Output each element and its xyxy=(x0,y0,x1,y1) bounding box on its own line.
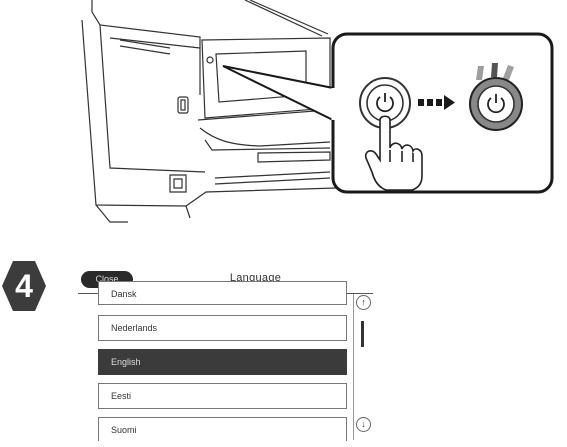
language-item-nederlands[interactable]: Nederlands xyxy=(98,315,347,341)
language-screen: Close Language Dansk Nederlands English … xyxy=(78,265,373,441)
scrollbar-track xyxy=(353,294,354,440)
finger-press-icon xyxy=(364,115,423,191)
power-button-icon xyxy=(359,77,411,129)
dotted-arrow-icon xyxy=(418,95,455,110)
step-number: 4 xyxy=(15,267,33,304)
scrollbar-thumb[interactable] xyxy=(361,321,364,347)
printer-illustration xyxy=(81,0,554,223)
power-on-icon xyxy=(469,63,523,131)
language-item-eesti[interactable]: Eesti xyxy=(98,383,347,409)
language-item-dansk[interactable]: Dansk xyxy=(98,281,347,305)
arrow-up-icon[interactable]: ↑ xyxy=(356,295,371,310)
language-item-suomi[interactable]: Suomi xyxy=(98,417,347,441)
language-item-english[interactable]: English xyxy=(98,349,347,375)
step-number-badge: 4 xyxy=(2,261,46,311)
printer-icon xyxy=(81,0,337,223)
arrow-down-icon[interactable]: ↓ xyxy=(356,417,371,432)
